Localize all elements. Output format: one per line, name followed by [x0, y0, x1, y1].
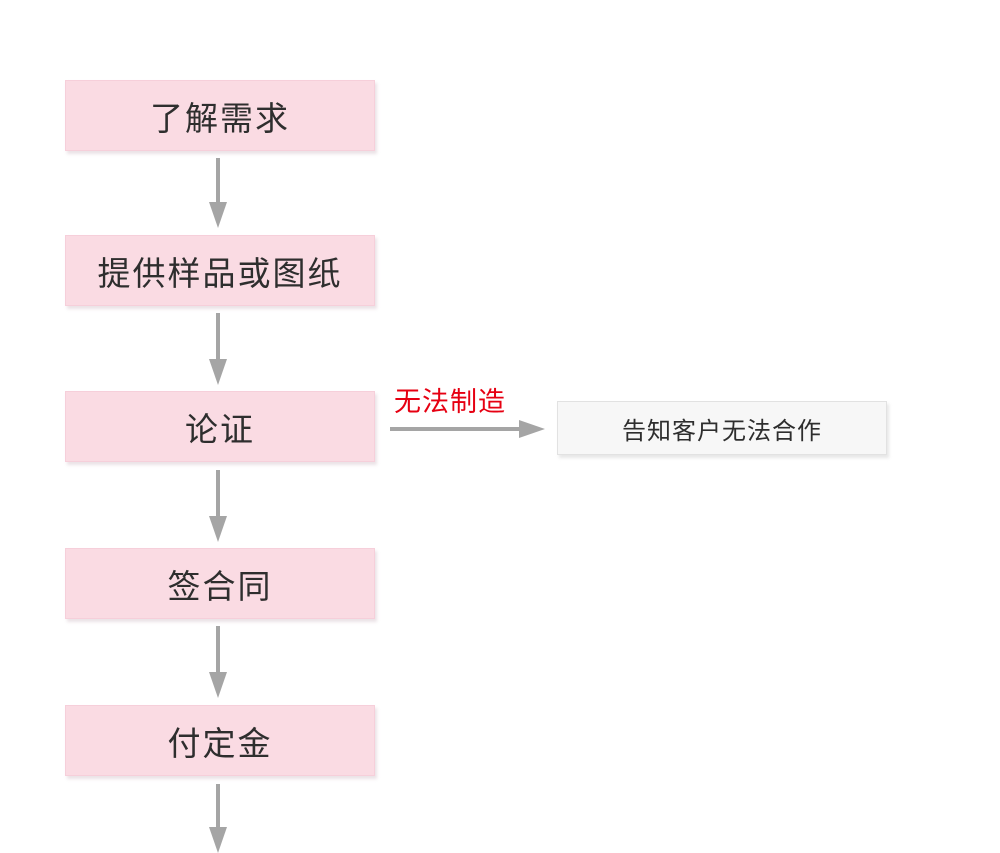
- down-arrow-4: [209, 626, 227, 698]
- arrow-shaft: [216, 470, 220, 520]
- arrow-shaft: [216, 784, 220, 831]
- arrow-shaft: [216, 313, 220, 363]
- flow-node-feasibility-verification: 论证: [65, 391, 375, 462]
- arrow-head-icon: [519, 420, 545, 438]
- right-arrow: [390, 420, 545, 438]
- down-arrow-3: [209, 470, 227, 542]
- flow-node-understand-requirements: 了解需求: [65, 80, 375, 151]
- arrow-shaft: [390, 427, 521, 431]
- flow-node-label: 论证: [185, 410, 255, 448]
- flow-node-label: 提供样品或图纸: [97, 254, 343, 292]
- arrow-head-icon: [209, 516, 227, 542]
- flow-node-label: 签合同: [167, 567, 273, 605]
- arrow-head-icon: [209, 672, 227, 698]
- branch-label-cannot-manufacture: 无法制造: [394, 387, 506, 417]
- flow-node-label: 了解需求: [150, 99, 290, 137]
- down-arrow-5: [209, 784, 227, 853]
- flow-node-label: 告知客户无法合作: [622, 417, 822, 445]
- flow-node-pay-deposit: 付定金: [65, 705, 375, 776]
- arrow-head-icon: [209, 827, 227, 853]
- arrow-head-icon: [209, 359, 227, 385]
- flow-node-sign-contract: 签合同: [65, 548, 375, 619]
- down-arrow-1: [209, 158, 227, 228]
- flow-node-inform-customer-no-cooperation: 告知客户无法合作: [557, 401, 887, 455]
- flow-node-provide-samples-or-drawings: 提供样品或图纸: [65, 235, 375, 306]
- arrow-shaft: [216, 158, 220, 206]
- arrow-shaft: [216, 626, 220, 676]
- down-arrow-2: [209, 313, 227, 385]
- flow-node-label: 付定金: [167, 724, 273, 762]
- arrow-head-icon: [209, 202, 227, 228]
